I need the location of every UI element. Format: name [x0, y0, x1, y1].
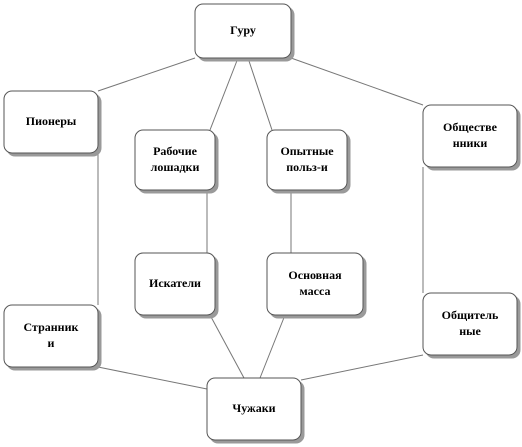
node-box-strangers [206, 377, 302, 441]
node-wanderers: Странник и [3, 304, 99, 368]
node-box-experienced [266, 129, 348, 191]
edge-guru-workhorses [209, 57, 239, 131]
node-label-experienced-0: Опытные [280, 144, 334, 158]
node-box-workhorses [134, 129, 216, 191]
node-label-wanderers-1: и [48, 336, 55, 350]
node-box-sociable [422, 292, 518, 356]
node-label-strangers-0: Чужаки [232, 401, 275, 415]
node-box-guru [194, 3, 292, 59]
node-mainstream: Основная масса [266, 252, 364, 316]
node-box-seekers [134, 252, 216, 316]
node-pioneers: Пионеры [3, 90, 99, 154]
node-box-mainstream [266, 252, 364, 316]
node-guru: Гуру [194, 3, 292, 59]
node-label-sociable-1: ные [459, 324, 481, 338]
edge-seekers-strangers [209, 314, 245, 379]
node-seekers: Искатели [134, 252, 216, 316]
node-label-mainstream-0: Основная [288, 268, 342, 282]
node-label-workhorses-1: лошадки [151, 160, 200, 174]
node-label-experienced-1: польз-и [286, 160, 328, 174]
node-label-mainstream-1: масса [300, 284, 331, 298]
edge-sociable-strangers [300, 354, 424, 381]
node-box-wanderers [3, 304, 99, 368]
node-experienced: Опытные польз-и [266, 129, 348, 191]
node-label-wanderers-0: Странник [24, 320, 79, 334]
edge-mainstream-strangers [259, 314, 286, 379]
node-socialites: Обществе нники [422, 104, 518, 168]
nodes: ГуруПионерыРабочиелошадкиОпытныепольз-иО… [3, 3, 518, 441]
edge-guru-experienced [247, 57, 273, 131]
node-sociable: Общитель ные [422, 292, 518, 356]
edges [97, 57, 424, 390]
node-workhorses: Рабочие лошадки [134, 129, 216, 191]
node-label-socialites-1: нники [453, 136, 488, 150]
edge-wanderers-strangers [97, 366, 208, 390]
edge-guru-socialites [290, 57, 424, 106]
node-label-sociable-0: Общитель [442, 308, 499, 322]
node-label-workhorses-0: Рабочие [153, 144, 198, 158]
node-strangers: Чужаки [206, 377, 302, 441]
node-box-pioneers [3, 90, 99, 154]
node-label-pioneers-0: Пионеры [26, 114, 77, 128]
node-box-socialites [422, 104, 518, 168]
edge-guru-pioneers [97, 57, 196, 92]
node-label-socialites-0: Обществе [443, 120, 498, 134]
node-label-seekers-0: Искатели [149, 276, 201, 290]
node-label-guru-0: Гуру [230, 23, 256, 37]
